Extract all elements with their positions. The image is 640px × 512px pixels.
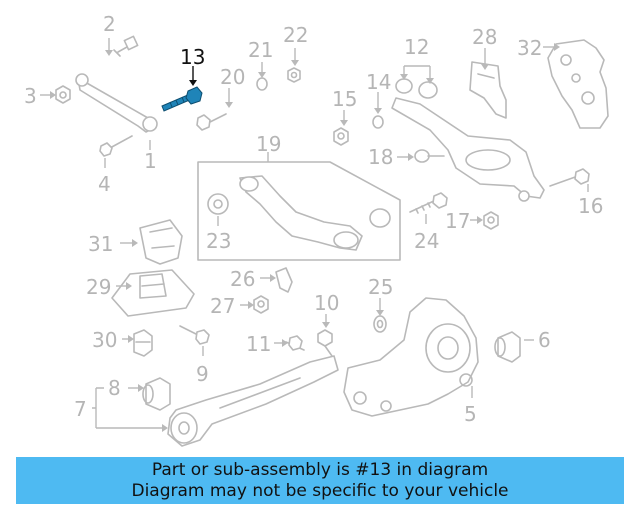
- part-16-bolt[interactable]: [549, 168, 590, 187]
- part-19-assembly-box[interactable]: [197, 161, 401, 261]
- callout-6[interactable]: 6: [538, 328, 551, 352]
- arrow-26: [270, 274, 276, 282]
- banner-line-1: Part or sub-assembly is #13 in diagram: [151, 459, 489, 480]
- callout-13[interactable]: 13: [180, 45, 205, 69]
- arrow-11: [282, 339, 288, 347]
- part-29-mount[interactable]: [111, 269, 195, 317]
- part-25-washer[interactable]: [373, 315, 387, 333]
- arrow-31: [132, 239, 138, 247]
- arrow-25: [376, 310, 384, 316]
- arrow-2: [105, 50, 113, 56]
- part-17-nut[interactable]: [483, 211, 499, 230]
- arrow-12b: [426, 78, 434, 84]
- callout-22[interactable]: 22: [283, 23, 308, 47]
- part-18-bolt[interactable]: [414, 149, 445, 163]
- arrow-3: [50, 91, 56, 99]
- callout-1[interactable]: 1: [144, 149, 157, 173]
- callout-5[interactable]: 5: [464, 402, 477, 426]
- callout-14[interactable]: 14: [366, 70, 391, 94]
- part-3-nut[interactable]: [55, 85, 71, 104]
- callout-20[interactable]: 20: [220, 65, 245, 89]
- callout-21[interactable]: 21: [248, 38, 273, 62]
- banner-line-2: Diagram may not be specific to your vehi…: [131, 480, 509, 501]
- leader-7: [92, 387, 164, 429]
- arrow-14: [374, 108, 382, 114]
- part-31-bump-stop[interactable]: [139, 219, 183, 265]
- part-15-nut[interactable]: [333, 127, 349, 146]
- callout-9[interactable]: 9: [196, 362, 209, 386]
- part-7-trailing-arm[interactable]: [167, 355, 339, 447]
- part-5-knuckle[interactable]: [343, 297, 479, 417]
- part-10-bolt[interactable]: [317, 329, 333, 357]
- callout-18[interactable]: 18: [368, 145, 393, 169]
- arrow-8: [138, 384, 144, 392]
- callout-8[interactable]: 8: [108, 376, 121, 400]
- arrow-10: [322, 322, 330, 328]
- part-4-bolt[interactable]: [99, 135, 133, 157]
- arrow-29: [126, 282, 132, 290]
- part-1-lateral-link[interactable]: [75, 73, 158, 133]
- part-24-bolt[interactable]: [409, 192, 448, 214]
- callout-25[interactable]: 25: [368, 275, 393, 299]
- arrow-7: [162, 424, 168, 432]
- info-banner: Part or sub-assembly is #13 in diagram D…: [16, 457, 624, 504]
- callout-30[interactable]: 30: [92, 328, 117, 352]
- part-21-washer[interactable]: [256, 77, 268, 91]
- callout-19[interactable]: 19: [256, 132, 281, 156]
- part-13-bolt[interactable]: [161, 86, 203, 112]
- part-27-nut[interactable]: [253, 295, 269, 314]
- callout-32[interactable]: 32: [517, 36, 542, 60]
- part-6-bushing[interactable]: [494, 331, 521, 363]
- callout-17[interactable]: 17: [445, 209, 470, 233]
- arrow-20: [225, 102, 233, 108]
- leader-12: [403, 65, 431, 80]
- callout-24[interactable]: 24: [414, 229, 439, 253]
- part-14-washer[interactable]: [372, 115, 384, 129]
- part-11-bolt[interactable]: [285, 335, 305, 351]
- part-28-bracket[interactable]: [469, 61, 507, 119]
- part-8-bushing[interactable]: [142, 377, 171, 411]
- arrow-15: [340, 120, 348, 126]
- callout-27[interactable]: 27: [210, 294, 235, 318]
- callout-2[interactable]: 2: [103, 12, 116, 36]
- part-9-bolt[interactable]: [179, 325, 210, 345]
- part-26-clip[interactable]: [275, 267, 293, 293]
- callout-16[interactable]: 16: [578, 194, 603, 218]
- callout-15[interactable]: 15: [332, 87, 357, 111]
- arrow-32: [554, 43, 560, 51]
- part-12-bushings[interactable]: [395, 78, 438, 99]
- part-2-bolt[interactable]: [113, 35, 139, 57]
- part-22-nut[interactable]: [287, 67, 301, 83]
- arrow-27: [248, 301, 254, 309]
- arrow-12a: [400, 74, 408, 80]
- arrow-18: [408, 153, 414, 161]
- callout-26[interactable]: 26: [230, 267, 255, 291]
- arrow-28: [481, 64, 489, 70]
- part-23-bushing[interactable]: [207, 193, 229, 215]
- callout-10[interactable]: 10: [314, 291, 339, 315]
- arrow-17: [477, 216, 483, 224]
- callout-4[interactable]: 4: [98, 172, 111, 196]
- callout-12[interactable]: 12: [404, 35, 429, 59]
- arrow-30: [128, 335, 134, 343]
- part-20-bolt[interactable]: [196, 113, 227, 131]
- arrow-21: [258, 72, 266, 78]
- lower-control-arm[interactable]: [391, 97, 545, 202]
- callout-28[interactable]: 28: [472, 25, 497, 49]
- part-32-bracket[interactable]: [547, 39, 609, 129]
- callout-11[interactable]: 11: [246, 332, 271, 356]
- arrow-13: [189, 80, 197, 86]
- arrow-22: [291, 60, 299, 66]
- callout-7[interactable]: 7: [74, 397, 87, 421]
- callout-3[interactable]: 3: [24, 84, 37, 108]
- callout-31[interactable]: 31: [88, 232, 113, 256]
- part-30-clip[interactable]: [133, 329, 153, 357]
- callout-29[interactable]: 29: [86, 275, 111, 299]
- callout-23[interactable]: 23: [206, 229, 231, 253]
